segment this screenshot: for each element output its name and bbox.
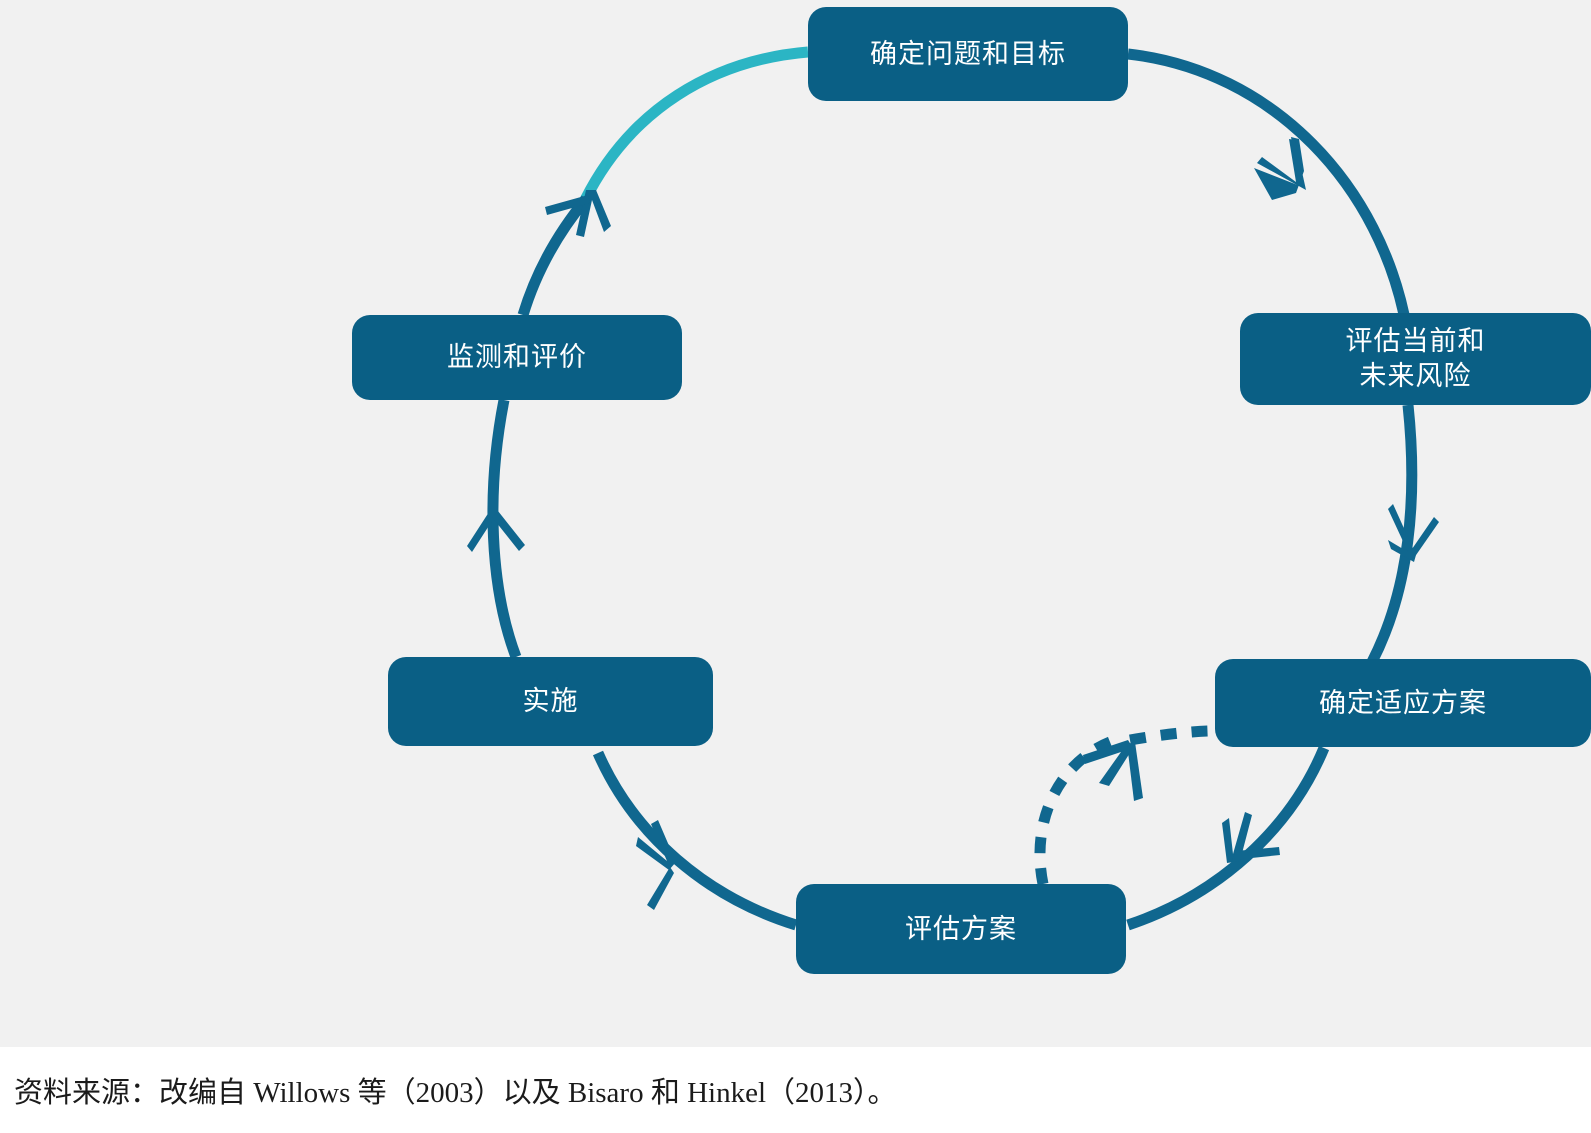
- node-label: 确定适应方案: [1319, 687, 1487, 718]
- arrowhead-define-to-assess: [1254, 137, 1306, 200]
- node-monitor-evaluate[interactable]: 监测和评价: [352, 315, 682, 400]
- node-label: 评估当前和 未来风险: [1346, 324, 1486, 393]
- caption-text: 资料来源：改编自 Willows 等（2003）以及 Bisaro 和 Hink…: [14, 1077, 897, 1109]
- node-label: 确定问题和目标: [870, 38, 1066, 69]
- arrowhead-identify-to-appraise: [1222, 812, 1280, 863]
- node-implement[interactable]: 实施: [388, 657, 713, 746]
- arc-define-to-assess: [1127, 48, 1413, 331]
- node-label-line-1: 评估当前和: [1345, 326, 1486, 357]
- node-identify-adaptation-options[interactable]: 确定适应方案: [1215, 659, 1591, 747]
- cycle-arrows: [467, 46, 1439, 931]
- arc-monitor-to-define: [517, 195, 591, 317]
- arc-appraise-to-implement: [592, 750, 798, 931]
- diagram-canvas: 确定问题和目标 评估当前和 未来风险 确定适应方案 评估方案 实施 监测和评价: [0, 0, 1591, 1047]
- arrowhead-monitor-to-define: [545, 190, 611, 237]
- node-define-problem-objectives[interactable]: 确定问题和目标: [808, 7, 1128, 101]
- node-assess-risks[interactable]: 评估当前和 未来风险: [1240, 313, 1591, 405]
- figure-source-caption: 资料来源：改编自 Willows 等（2003）以及 Bisaro 和 Hink…: [0, 1047, 1591, 1133]
- node-label: 实施: [522, 686, 579, 717]
- node-label: 监测和评价: [447, 342, 587, 373]
- node-label: 评估方案: [905, 913, 1017, 944]
- arc-feedback-appraise-to-identify: [1034, 736, 1113, 886]
- arrowhead-implement-to-monitor: [467, 511, 525, 556]
- arrowhead-feedback: [1083, 740, 1143, 801]
- node-appraise-options[interactable]: 评估方案: [796, 884, 1126, 974]
- arrowhead-appraise-to-implement: [636, 820, 676, 910]
- node-label-line-2: 未来风险: [1359, 361, 1472, 391]
- arc-feedback-tail: [1129, 725, 1229, 746]
- arrowhead-assess-to-identify: [1388, 504, 1439, 562]
- arc-monitor-to-define-highlight: [580, 46, 809, 203]
